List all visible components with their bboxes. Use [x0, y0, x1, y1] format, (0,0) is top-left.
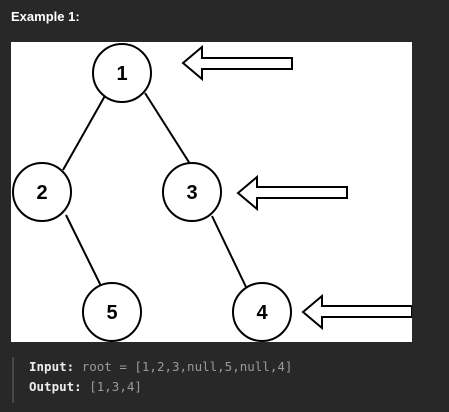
input-line: Input: root = [1,2,3,null,5,null,4]: [29, 357, 437, 377]
edge-2-5: [65, 214, 102, 287]
output-line: Output: [1,3,4]: [29, 377, 437, 397]
node-label: 2: [36, 182, 47, 204]
input-value: root = [1,2,3,null,5,null,4]: [81, 359, 293, 374]
tree-node-4: 4: [232, 282, 292, 342]
output-value: [1,3,4]: [89, 379, 142, 394]
example-heading: Example 1:: [11, 9, 80, 24]
level-3-arrow-icon: [301, 293, 412, 331]
node-label: 5: [106, 302, 117, 324]
edge-1-2: [62, 93, 107, 171]
example-code-block: Input: root = [1,2,3,null,5,null,4] Outp…: [12, 357, 437, 403]
tree-diagram: 1 2 3 5 4: [11, 42, 412, 342]
tree-node-3: 3: [162, 162, 222, 222]
node-label: 1: [116, 63, 127, 85]
tree-node-5: 5: [82, 282, 142, 342]
edge-3-4: [211, 215, 247, 288]
edge-1-3: [144, 92, 193, 168]
output-label: Output:: [29, 379, 82, 394]
level-2-arrow-icon: [236, 174, 348, 212]
node-label: 3: [186, 182, 197, 204]
node-label: 4: [256, 302, 268, 324]
tree-diagram-svg: 1 2 3 5 4: [12, 43, 412, 342]
tree-node-2: 2: [12, 162, 72, 222]
input-label: Input:: [29, 359, 75, 374]
level-1-arrow-icon: [181, 44, 293, 82]
tree-node-1: 1: [92, 43, 152, 103]
